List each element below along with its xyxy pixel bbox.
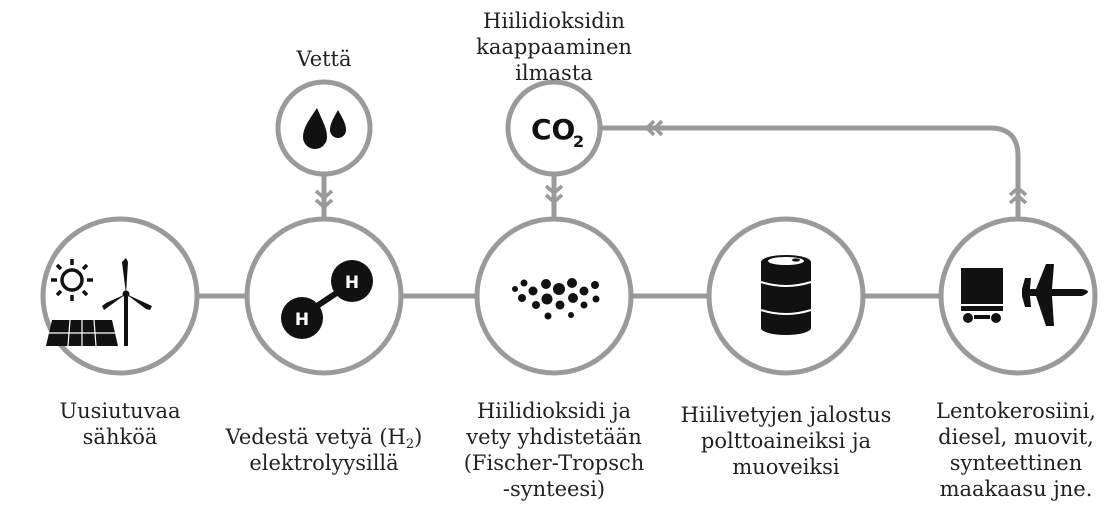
chevron-down-water-icon [314, 189, 334, 210]
hydrogen-atom-icon [281, 297, 323, 339]
co2-icon-subscript: 2 [573, 132, 584, 151]
water-input-label: Vettä [296, 47, 352, 71]
chevron-up-icon [1008, 185, 1028, 205]
airplane-icon [1022, 264, 1088, 326]
stage-electrolysis-label-part1: Vedestä vetyä (H [225, 425, 406, 449]
stage-electrolysis-label: Vedestä vetyä (H2) elektrolyysillä [214, 398, 434, 476]
particles-icon [512, 278, 600, 320]
sun-wind-solar-icon [46, 258, 152, 347]
stage-renewable-label: Uusiutuvaa sähköä [59, 399, 181, 449]
hydrogen-molecule-icon: H H [281, 260, 373, 339]
hydrogen-atom-label: H [345, 273, 359, 293]
stage-electrolysis-label-part2: ) elektrolyysillä [249, 425, 423, 475]
co2-input-circle [505, 79, 603, 177]
oil-barrel-icon [760, 255, 812, 335]
stage-refining-label: Hiilivetyjen jalostus polttoaineiksi ja … [680, 403, 892, 479]
truck-airplane-icon [961, 264, 1088, 326]
co2-input-label: Hiilidioksidin kaappaaminen ilmasta [476, 9, 632, 85]
co2-return-line [602, 125, 1021, 218]
stage-synthesis-label: Hiilidioksidi ja vety yhdistetään (Fisch… [463, 399, 645, 501]
stage-electrolysis-circle [244, 216, 404, 376]
solar-panel-icon [46, 319, 118, 347]
hydrogen-atom-icon [331, 260, 373, 302]
hydrogen-atom-label: H [295, 310, 309, 330]
sun-icon [51, 259, 93, 301]
stage-synthesis-circle [474, 216, 634, 376]
wind-turbine-icon [102, 258, 152, 346]
truck-icon [961, 268, 1003, 323]
water-drops-icon [303, 108, 346, 149]
stage-electrolysis-label-sub: 2 [405, 437, 415, 452]
stage-products-circle [938, 216, 1098, 376]
stage-renewable-circle [40, 216, 200, 376]
stage-products-label: Lentokerosiini, diesel, muovit, synteett… [936, 399, 1096, 501]
chevron-down-co2-icon [544, 184, 564, 205]
chevron-left-icon [644, 119, 664, 137]
co2-icon: CO [531, 113, 575, 146]
